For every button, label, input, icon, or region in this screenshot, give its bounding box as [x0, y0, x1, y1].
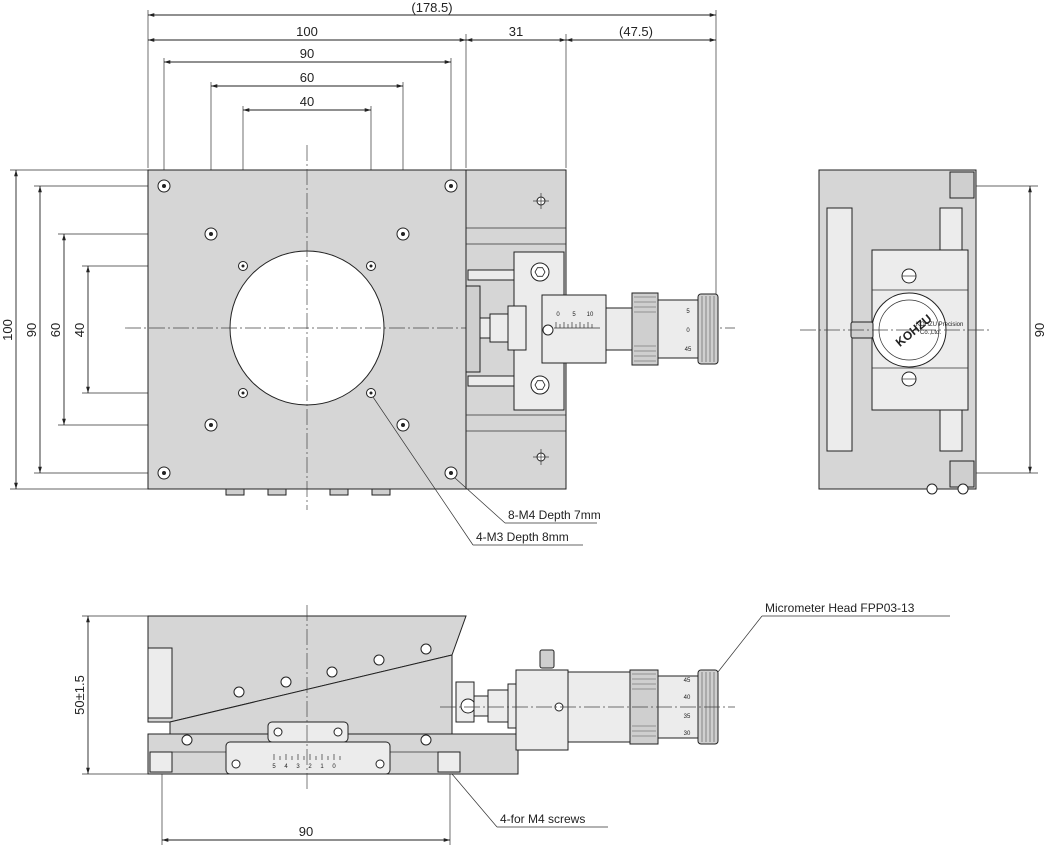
m3-holes: [238, 261, 376, 398]
side-view: KOHZU KOHZU Precision Co.,Ltd. 90: [800, 169, 1044, 495]
thimble-label: 35: [684, 714, 691, 720]
m4-hole: [444, 466, 458, 480]
dim-v-40: 40: [72, 323, 87, 337]
base-hole: [533, 193, 549, 209]
dim-90: 90: [300, 46, 314, 61]
hex-screw: [530, 375, 550, 395]
mic-scale-label: 5: [572, 312, 576, 318]
linear-scale: [225, 741, 391, 775]
dim-v-90: 90: [24, 323, 39, 337]
thimble-label: 0: [686, 328, 690, 334]
scale-number: 1: [320, 764, 324, 770]
micrometer-knob: [697, 293, 719, 365]
scale-number: 2: [308, 764, 312, 770]
dim-31: 31: [509, 24, 523, 39]
thimble-label: 5: [686, 309, 690, 315]
mic-scale-label: 10: [587, 312, 594, 318]
m4-hole: [157, 179, 171, 193]
thimble-label: 45: [684, 678, 691, 684]
hex-screw: [530, 262, 550, 282]
dim-height: 50±1.5: [72, 675, 87, 715]
base-hole: [533, 449, 549, 465]
scale-number: 0: [332, 764, 336, 770]
scale-number: 3: [296, 764, 300, 770]
top-view: (178.5) 100 31 (47.5) 90 60 40 100 90 60…: [0, 0, 735, 546]
dim-100: 100: [296, 24, 318, 39]
m4-hole: [204, 418, 218, 432]
m3-hole: [238, 261, 248, 271]
thimble-label: 45: [685, 347, 692, 353]
note-screws: 4-for M4 screws: [500, 812, 585, 826]
dim-side-90: 90: [1032, 323, 1044, 337]
dim-v-60: 60: [48, 323, 63, 337]
micrometer-ratchet: [631, 292, 659, 366]
brand-sub: Co.,Ltd.: [920, 330, 941, 336]
m4-hole: [157, 466, 171, 480]
m3-hole: [366, 261, 376, 271]
brand-sub: KOHZU Precision: [916, 322, 963, 328]
thimble-label: 30: [684, 731, 691, 737]
m3-hole: [366, 388, 376, 398]
m4-holes: [157, 179, 458, 480]
note-m3-holes: 4-M3 Depth 8mm: [476, 530, 569, 544]
m4-hole: [444, 179, 458, 193]
front-view: 5 4 3 2 1 0 45 40 35 30: [72, 601, 950, 845]
dim-overall: (178.5): [411, 0, 452, 15]
m4-hole: [396, 227, 410, 241]
m3-hole: [238, 388, 248, 398]
dim-v-100: 100: [0, 319, 15, 341]
scale-number: 5: [272, 764, 276, 770]
micrometer-thimble: [657, 299, 699, 359]
dim-front-90: 90: [299, 824, 313, 839]
scale-number: 4: [284, 764, 288, 770]
note-micrometer: Micrometer Head FPP03-13: [765, 601, 915, 615]
dim-47-5: (47.5): [619, 24, 653, 39]
thimble-label: 40: [684, 695, 691, 701]
dim-40: 40: [300, 94, 314, 109]
note-m4-holes: 8-M4 Depth 7mm: [508, 508, 601, 522]
front-lock-knob: [539, 649, 555, 669]
m4-hole: [396, 418, 410, 432]
mic-scale-label: 0: [556, 312, 560, 318]
dim-60: 60: [300, 70, 314, 85]
m4-hole: [204, 227, 218, 241]
